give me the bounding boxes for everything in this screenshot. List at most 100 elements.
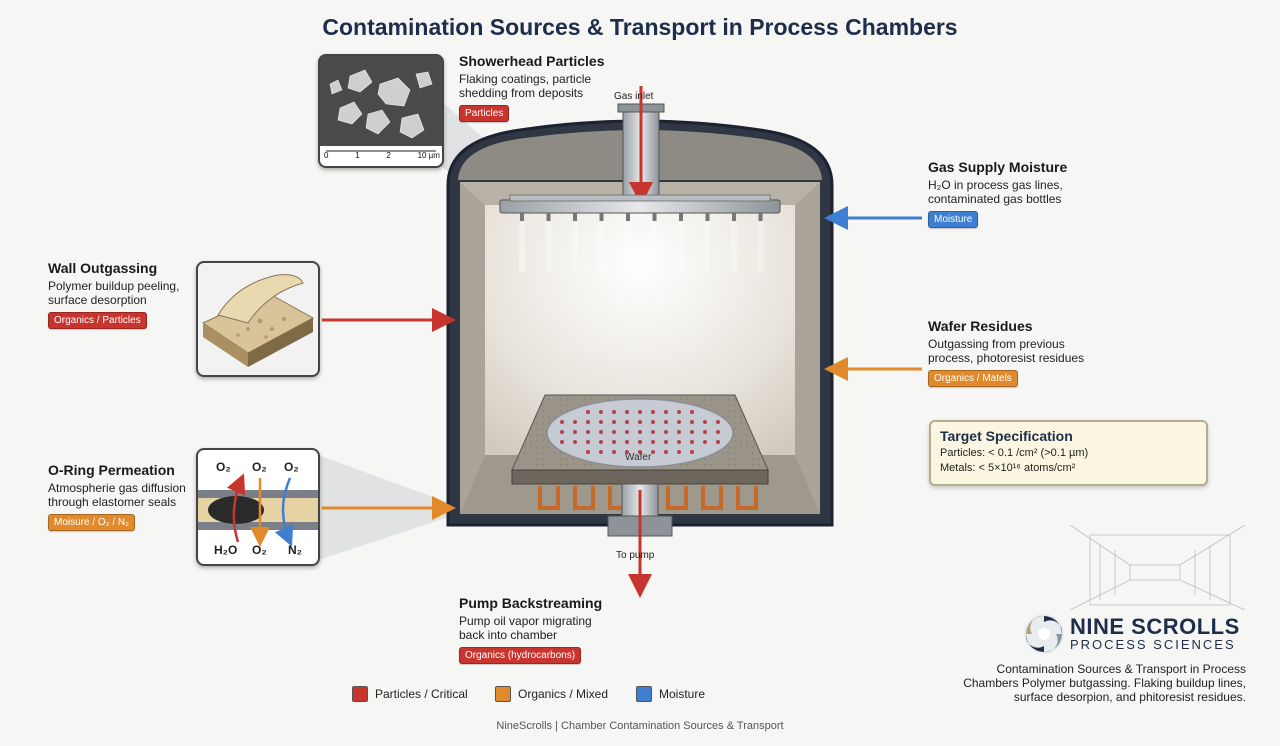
category-tag: Moisture bbox=[928, 211, 979, 228]
die-dot bbox=[677, 430, 681, 434]
source-desc: back into chamber bbox=[459, 628, 558, 642]
die-dot bbox=[625, 440, 629, 444]
gas-flow-beams bbox=[519, 222, 764, 272]
die-dot bbox=[690, 430, 694, 434]
oring-bottom-label: N₂ bbox=[288, 543, 302, 557]
nozzle bbox=[652, 213, 657, 221]
die-dot bbox=[599, 420, 603, 424]
die-dot bbox=[651, 450, 655, 454]
diagram-title: Contamination Sources & Transport in Pro… bbox=[322, 14, 958, 40]
die-dot bbox=[703, 430, 707, 434]
source-desc: contaminated gas bottles bbox=[928, 192, 1062, 206]
die-dot bbox=[625, 420, 629, 424]
source-desc: Outgassing from previous bbox=[928, 337, 1065, 351]
nozzle bbox=[679, 213, 683, 221]
spec-title: Target Specification bbox=[940, 428, 1073, 444]
caption-line: surface desorpion, and phitoresist resid… bbox=[1013, 690, 1246, 704]
die-dot bbox=[599, 430, 603, 434]
die-dot bbox=[690, 440, 694, 444]
die-dot bbox=[664, 440, 668, 444]
die-dot bbox=[651, 420, 655, 424]
gas-beam bbox=[598, 222, 605, 272]
die-dot bbox=[651, 440, 655, 444]
chamber-right-wall bbox=[795, 182, 820, 514]
legend-swatch bbox=[636, 686, 652, 702]
gas-supply-source: Gas Supply Moisture H₂O in process gas l… bbox=[928, 159, 1067, 228]
die-dot bbox=[560, 430, 564, 434]
category-tag: Organics (hydrocarbons) bbox=[459, 647, 582, 664]
source-title: Wall Outgassing bbox=[48, 260, 158, 276]
spec-line: Metals: < 5×10¹⁶ atoms/cm² bbox=[940, 462, 1076, 474]
die-dot bbox=[690, 450, 694, 454]
die-dot bbox=[560, 420, 564, 424]
die-dot bbox=[625, 430, 629, 434]
category-tag: Organics / Particles bbox=[48, 312, 147, 329]
legend-label: Moisture bbox=[659, 687, 706, 701]
die-dot bbox=[612, 450, 616, 454]
heater-coils bbox=[538, 486, 758, 510]
wafer-stage-side bbox=[511, 469, 769, 485]
gas-beam bbox=[545, 222, 552, 272]
nozzle bbox=[705, 213, 710, 221]
gas-beam bbox=[757, 222, 764, 272]
die-dot bbox=[664, 450, 668, 454]
die-dot bbox=[638, 410, 642, 414]
nozzle bbox=[732, 213, 736, 221]
die-dot bbox=[716, 420, 720, 424]
die-dot bbox=[586, 420, 590, 424]
die-dot bbox=[612, 440, 616, 444]
die-dot bbox=[690, 410, 694, 414]
scale-tick: 10 µm bbox=[417, 151, 440, 160]
source-title: O-Ring Permeation bbox=[48, 462, 175, 478]
caption-line: Contamination Sources & Transport in Pro… bbox=[996, 662, 1246, 676]
die-dot bbox=[612, 410, 616, 414]
die-dot bbox=[599, 410, 603, 414]
brand-name: NINE SCROLLS bbox=[1070, 614, 1240, 639]
die-dot bbox=[651, 430, 655, 434]
gas-beam bbox=[572, 222, 578, 272]
caption: Contamination Sources & Transport in Pro… bbox=[960, 662, 1246, 704]
scale-tick: 2 bbox=[386, 151, 391, 160]
legend-item: Moisture bbox=[636, 686, 705, 702]
heater-coil bbox=[666, 486, 688, 510]
die-dot bbox=[625, 410, 629, 414]
gas-beam bbox=[731, 222, 737, 272]
nozzle bbox=[520, 213, 524, 221]
die-dot bbox=[612, 420, 616, 424]
die-dot bbox=[677, 450, 681, 454]
gas-beam bbox=[625, 222, 631, 272]
wall-outgassing-source: Wall Outgassing Polymer buildup peeling,… bbox=[48, 260, 179, 329]
die-dot bbox=[677, 410, 681, 414]
chamber-left-wall bbox=[460, 182, 485, 514]
legend-swatch bbox=[495, 686, 511, 702]
die-dot bbox=[586, 440, 590, 444]
nozzle bbox=[546, 213, 551, 221]
heater-coil bbox=[538, 486, 560, 510]
die-dot bbox=[625, 450, 629, 454]
die-dot bbox=[638, 430, 642, 434]
nozzle bbox=[573, 213, 577, 221]
category-tag: Moisure / O₂ / N₂ bbox=[48, 514, 135, 531]
brand-sketch bbox=[1070, 525, 1245, 610]
source-desc: surface desorption bbox=[48, 293, 147, 307]
source-desc: shedding from deposits bbox=[459, 86, 584, 100]
oring-top-label: O₂ bbox=[216, 460, 231, 474]
die-dot bbox=[612, 430, 616, 434]
die-dot bbox=[677, 440, 681, 444]
oring-source: O-Ring Permeation Atmospherie gas diffus… bbox=[48, 462, 186, 531]
legend-label: Organics / Mixed bbox=[518, 687, 609, 701]
legend-item: Particles / Critical bbox=[352, 686, 468, 702]
source-title: Wafer Residues bbox=[928, 318, 1033, 334]
die-dot bbox=[638, 440, 642, 444]
die-dot bbox=[703, 420, 707, 424]
heater-coil bbox=[701, 486, 723, 510]
oring-bottom-label: O₂ bbox=[252, 543, 267, 557]
brand-logo-icon bbox=[1024, 614, 1064, 654]
scale-tick: 1 bbox=[355, 151, 360, 160]
legend-item: Organics / Mixed bbox=[495, 686, 608, 702]
showerhead bbox=[499, 199, 781, 214]
heater-coil bbox=[736, 486, 758, 510]
showerhead-nozzles bbox=[520, 213, 763, 221]
